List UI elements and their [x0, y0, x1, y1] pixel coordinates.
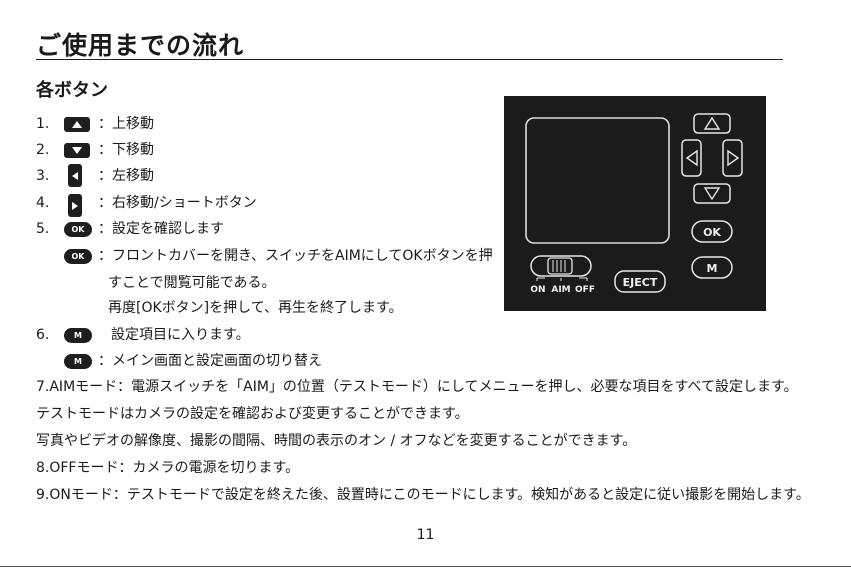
down-button-icon	[693, 183, 731, 204]
page-number: 11	[416, 527, 435, 543]
up-arrow-key-icon	[64, 117, 90, 132]
list-item-menu: 6. M 設定項目に入ります。	[0, 326, 500, 344]
paragraph-aim-mode: 7.AIMモード：電源スイッチを「AIM」の位置（テストモード）にしてメニューを…	[36, 379, 798, 395]
title-divider	[36, 59, 783, 60]
paragraph-off-mode: 8.OFFモード：カメラの電源を切ります。	[36, 460, 300, 476]
right-button-icon	[722, 139, 743, 177]
bottom-divider	[0, 566, 851, 567]
down-arrow-key-icon	[64, 143, 90, 158]
m-key-icon: M	[64, 328, 92, 343]
item-number: 2.	[36, 142, 50, 158]
item-description: ：設定を確認します	[98, 221, 224, 237]
list-item-ok: 5. OK ：設定を確認します	[0, 220, 500, 238]
menu-button: M	[691, 256, 733, 279]
item-description: ：左移動	[98, 168, 154, 184]
eject-button: EJECT	[614, 270, 666, 293]
item-number: 4.	[36, 195, 50, 211]
ok-key-icon: OK	[64, 222, 92, 237]
power-switch	[530, 255, 592, 281]
section-heading: 各ボタン	[36, 80, 108, 101]
item-description-continued: すことで閲覧可能である。	[108, 275, 276, 291]
list-item-down: 2. ：下移動	[0, 141, 500, 159]
list-item-left: 3. ：左移動	[0, 164, 500, 187]
camera-control-panel-illustration: OK M EJECT ON AIM OFF	[504, 96, 766, 311]
item-description: ：下移動	[98, 142, 154, 158]
paragraph-test-mode: テストモードはカメラの設定を確認および変更することができます。	[36, 406, 469, 422]
switch-label-aim: AIM	[551, 285, 570, 295]
switch-label-off: OFF	[575, 285, 595, 295]
item-description: ：メイン画面と設定画面の切り替え	[98, 353, 322, 369]
item-number: 1.	[36, 116, 50, 132]
ok-button: OK	[691, 220, 733, 243]
list-item-menu-toggle: M ：メイン画面と設定画面の切り替え	[0, 352, 500, 370]
list-item-ok-playback: OK ：フロントカバーを開き、スイッチをAIMにしてOKボタンを押 すことで閲覧…	[0, 247, 500, 317]
switch-label-on: ON	[530, 285, 545, 295]
ok-button-label: OK	[703, 226, 721, 239]
right-arrow-key-icon	[68, 194, 82, 217]
left-button-icon	[681, 139, 702, 177]
page-title: ご使用までの流れ	[36, 31, 245, 60]
item-number: 5.	[36, 221, 50, 237]
item-description-note: 再度[OKボタン]を押して、再生を終了します。	[108, 300, 403, 316]
item-description: ：上移動	[98, 116, 154, 132]
list-item-up: 1. ：上移動	[0, 115, 500, 133]
item-description: ：フロントカバーを開き、スイッチをAIMにしてOKボタンを押	[98, 248, 493, 264]
menu-button-label: M	[707, 262, 718, 275]
item-number: 6.	[36, 327, 50, 343]
up-button-icon	[693, 113, 731, 134]
list-item-right: 4. ：右移動/ショートボタン	[0, 194, 500, 217]
paragraph-on-mode: 9.ONモード：テストモードで設定を終えた後、設置時にこのモードにします。検知が…	[36, 487, 810, 503]
item-number: 3.	[36, 168, 50, 184]
item-description: ：右移動/ショートボタン	[98, 195, 257, 211]
item-description: 設定項目に入ります。	[111, 327, 250, 343]
ok-key-icon: OK	[64, 249, 92, 264]
eject-button-label: EJECT	[623, 276, 658, 289]
m-key-icon: M	[64, 354, 92, 369]
left-arrow-key-icon	[68, 164, 82, 187]
lcd-screen	[525, 117, 670, 244]
paragraph-settings: 写真やビデオの解像度、撮影の間隔、時間の表示のオン / オフなどを変更することが…	[36, 433, 637, 449]
